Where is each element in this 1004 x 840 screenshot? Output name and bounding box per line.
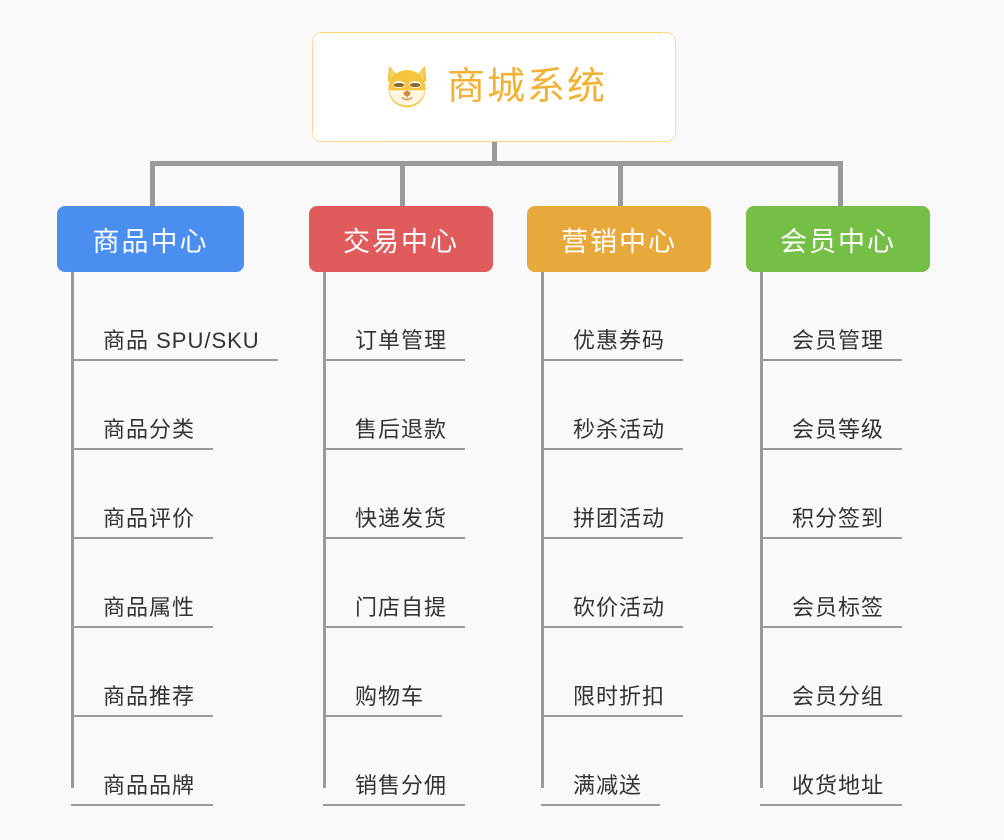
leaf-item[interactable]: 销售分佣	[309, 717, 493, 806]
leaf-label: 快递发货	[355, 505, 448, 531]
leaf-label: 会员分组	[792, 683, 885, 709]
leaf-item[interactable]: 收货地址	[746, 717, 930, 806]
branch-items-3: 优惠券码 秒杀活动 拼团活动 砍价活动 限时折扣 满减送	[527, 272, 711, 806]
connector-drop-3	[618, 161, 623, 206]
branch-header-label: 商品中心	[92, 226, 209, 257]
leaf-label: 购物车	[355, 683, 425, 709]
leaf-item[interactable]: 商品评价	[57, 450, 244, 539]
leaf-item[interactable]: 砍价活动	[527, 539, 711, 628]
leaf-label: 商品评价	[103, 505, 196, 531]
branch-header-4[interactable]: 会员中心	[746, 206, 930, 272]
leaf-item[interactable]: 商品推荐	[57, 628, 244, 717]
connector-drop-2	[400, 161, 405, 206]
leaf-item[interactable]: 满减送	[527, 717, 711, 806]
leaf-label: 商品推荐	[103, 683, 196, 709]
leaf-label: 积分签到	[792, 505, 885, 531]
leaf-label: 商品 SPU/SKU	[103, 327, 260, 353]
leaf-label: 门店自提	[355, 594, 448, 620]
branch-header-label: 交易中心	[343, 226, 459, 257]
branch-column-2: 交易中心 订单管理 售后退款 快递发货 门店自提 购物车 销售分佣	[309, 206, 493, 806]
leaf-item[interactable]: 售后退款	[309, 361, 493, 450]
branch-spine	[71, 272, 74, 788]
leaf-label: 限时折扣	[573, 683, 666, 709]
leaf-label: 商品分类	[103, 416, 196, 442]
branch-spine	[541, 272, 544, 788]
connector-stem	[492, 142, 497, 164]
leaf-item[interactable]: 商品 SPU/SKU	[57, 272, 278, 361]
leaf-item[interactable]: 限时折扣	[527, 628, 711, 717]
leaf-item[interactable]: 拼团活动	[527, 450, 711, 539]
branch-column-3: 营销中心 优惠券码 秒杀活动 拼团活动 砍价活动 限时折扣 满减送	[527, 206, 711, 806]
leaf-item[interactable]: 快递发货	[309, 450, 493, 539]
branch-header-label: 会员中心	[780, 226, 896, 257]
branch-header-3[interactable]: 营销中心	[527, 206, 711, 272]
leaf-label: 订单管理	[355, 327, 448, 353]
leaf-label: 收货地址	[792, 772, 885, 798]
leaf-item[interactable]: 会员标签	[746, 539, 930, 628]
branch-spine	[323, 272, 326, 788]
leaf-item[interactable]: 会员等级	[746, 361, 930, 450]
leaf-label: 拼团活动	[573, 505, 666, 531]
leaf-label: 砍价活动	[573, 594, 666, 620]
leaf-item[interactable]: 购物车	[309, 628, 493, 717]
leaf-label: 商品属性	[103, 594, 196, 620]
leaf-item[interactable]: 订单管理	[309, 272, 493, 361]
leaf-item[interactable]: 积分签到	[746, 450, 930, 539]
leaf-label: 售后退款	[355, 416, 448, 442]
branch-column-4: 会员中心 会员管理 会员等级 积分签到 会员标签 会员分组 收货地址	[746, 206, 930, 806]
branch-items-1: 商品 SPU/SKU 商品分类 商品评价 商品属性 商品推荐 商品品牌	[57, 272, 278, 806]
leaf-label: 商品品牌	[103, 772, 196, 798]
branch-spine	[760, 272, 763, 788]
connector-drop-4	[838, 161, 843, 206]
connector-drop-1	[150, 161, 155, 206]
shiba-dog-face-icon	[381, 61, 433, 113]
leaf-item[interactable]: 商品分类	[57, 361, 244, 450]
branch-header-label: 营销中心	[561, 226, 677, 257]
connector-horizontal-bar	[150, 161, 840, 166]
leaf-item[interactable]: 会员分组	[746, 628, 930, 717]
leaf-item[interactable]: 商品品牌	[57, 717, 244, 806]
leaf-label: 秒杀活动	[573, 416, 666, 442]
branch-header-2[interactable]: 交易中心	[309, 206, 493, 272]
branch-column-1: 商品中心 商品 SPU/SKU 商品分类 商品评价 商品属性 商品推荐 商品品牌	[57, 206, 278, 806]
leaf-label: 会员等级	[792, 416, 885, 442]
leaf-item[interactable]: 会员管理	[746, 272, 930, 361]
leaf-label: 会员标签	[792, 594, 885, 620]
root-title: 商城系统	[446, 66, 607, 108]
branch-header-1[interactable]: 商品中心	[57, 206, 244, 272]
leaf-label: 会员管理	[792, 327, 885, 353]
branch-items-2: 订单管理 售后退款 快递发货 门店自提 购物车 销售分佣	[309, 272, 493, 806]
root-node-shop-system[interactable]: 商城系统	[312, 32, 676, 142]
leaf-label: 满减送	[573, 772, 643, 798]
leaf-label: 销售分佣	[355, 772, 448, 798]
leaf-label: 优惠券码	[573, 327, 666, 353]
leaf-item[interactable]: 秒杀活动	[527, 361, 711, 450]
leaf-item[interactable]: 商品属性	[57, 539, 244, 628]
leaf-item[interactable]: 优惠券码	[527, 272, 711, 361]
branch-items-4: 会员管理 会员等级 积分签到 会员标签 会员分组 收货地址	[746, 272, 930, 806]
leaf-item[interactable]: 门店自提	[309, 539, 493, 628]
